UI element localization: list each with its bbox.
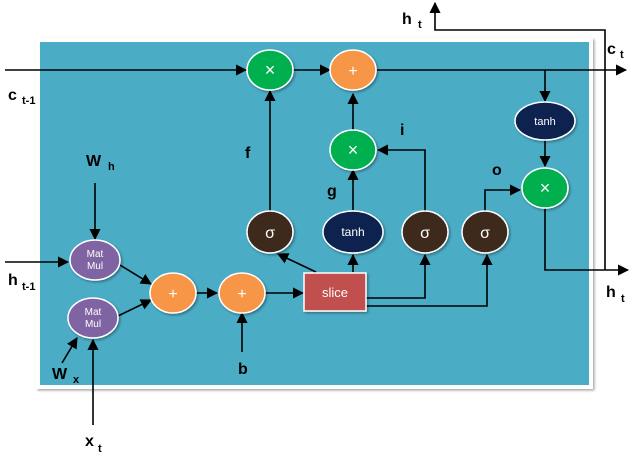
svg-text:x: x bbox=[85, 433, 94, 450]
tanh-output-label: tanh bbox=[534, 116, 555, 128]
label-f: f bbox=[245, 145, 251, 162]
edge-sigma-i-to-input-mul bbox=[376, 144, 426, 212]
input-multiply-symbol: × bbox=[348, 140, 359, 160]
svg-text:h: h bbox=[108, 161, 115, 173]
edge-matmul-h-to-add1 bbox=[119, 264, 152, 285]
cell-panel bbox=[36, 38, 593, 389]
matmul-x-node: Mat Mul bbox=[67, 297, 119, 339]
label-o: o bbox=[492, 162, 502, 179]
sigma-input-symbol: σ bbox=[420, 225, 430, 242]
edge-wx-to-matmul-x bbox=[61, 337, 78, 364]
svg-text:t: t bbox=[620, 49, 624, 61]
svg-text:t: t bbox=[98, 443, 102, 455]
edge-slice-to-sigma-o bbox=[366, 253, 493, 307]
svg-text:W: W bbox=[52, 366, 68, 383]
sigma-input-node: σ bbox=[401, 210, 449, 254]
tanh-candidate-label: tanh bbox=[341, 225, 364, 239]
edge-matmul-x-to-add1 bbox=[117, 299, 153, 317]
label-w-h: W h bbox=[86, 153, 115, 173]
svg-text:x: x bbox=[73, 374, 80, 386]
add-matmul-node: + bbox=[149, 272, 197, 314]
sigma-forget-node: σ bbox=[246, 210, 294, 254]
matmul-h-node: Mat Mul bbox=[69, 239, 121, 281]
label-h-prev: h t-1 bbox=[8, 272, 35, 293]
input-multiply-node: × bbox=[329, 129, 377, 171]
svg-text:t-1: t-1 bbox=[22, 95, 35, 107]
label-x-t: x t bbox=[85, 433, 102, 455]
label-i: i bbox=[400, 122, 404, 139]
svg-text:t-1: t-1 bbox=[22, 281, 35, 293]
sigma-output-symbol: σ bbox=[480, 225, 490, 242]
sigma-output-node: σ bbox=[461, 210, 509, 254]
edge-slice-to-sigma-f bbox=[276, 253, 317, 273]
matmul-x-line1: Mat bbox=[85, 307, 102, 318]
matmul-x-line2: Mul bbox=[85, 319, 101, 330]
edge-mul-to-ht-right bbox=[544, 207, 630, 276]
label-w-x: W x bbox=[52, 366, 80, 386]
cell-add-symbol: + bbox=[348, 63, 357, 80]
label-h-out-right: h t bbox=[606, 284, 625, 305]
svg-text:h: h bbox=[606, 284, 616, 301]
edge-sigma-o-to-output-mul bbox=[484, 184, 522, 212]
forget-multiply-symbol: × bbox=[265, 60, 276, 80]
svg-text:t: t bbox=[621, 293, 625, 305]
add-bias-symbol: + bbox=[237, 286, 246, 303]
matmul-h-line2: Mul bbox=[87, 261, 103, 272]
output-multiply-node: × bbox=[521, 167, 569, 209]
sigma-forget-symbol: σ bbox=[265, 225, 275, 242]
matmul-h-line1: Mat bbox=[87, 249, 104, 260]
label-c-prev: c t-1 bbox=[8, 87, 35, 107]
add-matmul-symbol: + bbox=[168, 286, 177, 303]
svg-text:c: c bbox=[607, 41, 616, 58]
tanh-output-node: tanh bbox=[514, 101, 576, 141]
label-b: b bbox=[238, 361, 248, 378]
svg-text:h: h bbox=[402, 11, 412, 28]
add-bias-node: + bbox=[218, 272, 266, 314]
svg-text:t: t bbox=[418, 19, 422, 31]
label-c-out: c t bbox=[607, 41, 624, 61]
cell-add-node: + bbox=[329, 49, 377, 91]
svg-text:c: c bbox=[8, 87, 17, 104]
edge-ht-to-top bbox=[429, 1, 606, 270]
svg-text:h: h bbox=[8, 272, 18, 289]
slice-label: slice bbox=[322, 285, 348, 300]
svg-text:W: W bbox=[86, 153, 102, 170]
edge-slice-to-sigma-i bbox=[366, 253, 431, 299]
forget-multiply-node: × bbox=[246, 49, 294, 91]
slice-node: slice bbox=[303, 272, 367, 312]
label-g: g bbox=[327, 183, 337, 200]
tanh-candidate-node: tanh bbox=[322, 210, 384, 254]
output-multiply-symbol: × bbox=[540, 178, 551, 198]
connections bbox=[5, 1, 630, 425]
label-h-out-top: h t bbox=[402, 11, 422, 31]
